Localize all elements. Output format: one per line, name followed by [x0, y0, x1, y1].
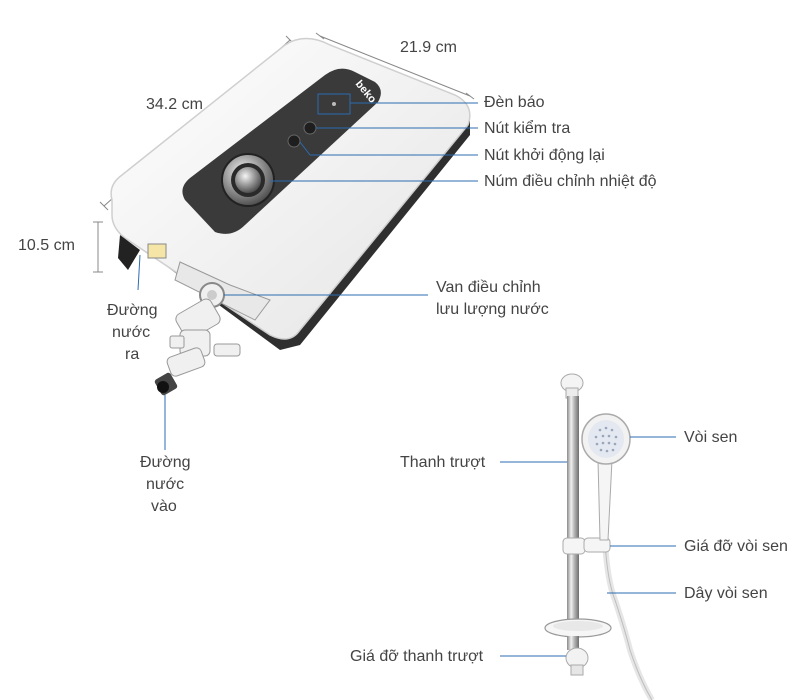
outlet-label-line1: Đường: [107, 302, 158, 319]
depth-dimension-label: 34.2 cm: [146, 96, 203, 113]
height-dimension-label: 10.5 cm: [18, 237, 75, 254]
outlet-label-line3: ra: [125, 346, 140, 363]
soap-dish: [544, 618, 612, 638]
heater-body: [110, 37, 471, 340]
shower-head-label: Vòi sen: [684, 429, 738, 446]
test-button-label: Nút kiểm tra: [484, 120, 571, 137]
temperature-knob-label: Núm điều chỉnh nhiệt độ: [484, 173, 657, 190]
hose-label: Dây vòi sen: [684, 585, 768, 602]
bar-bracket-label: Giá đỡ thanh trượt: [350, 648, 484, 665]
reset-button-label: Nút khởi động lại: [484, 147, 605, 164]
leader-lines: [137, 102, 676, 657]
test-button[interactable]: [303, 121, 317, 135]
reset-button[interactable]: [287, 134, 301, 148]
head-holder-label: Giá đỡ vòi sen: [684, 538, 788, 555]
shower-hose: [600, 489, 655, 700]
indicator-light: [317, 93, 351, 115]
temperature-knob[interactable]: [221, 153, 275, 207]
shower-head-holder[interactable]: [562, 537, 611, 555]
bar-bracket: [565, 636, 589, 676]
shower-head: [581, 413, 631, 465]
width-dimension-line: [319, 35, 471, 97]
slide-bar: [567, 396, 579, 621]
water-heater: beko: [110, 37, 471, 396]
inlet-label-line1: Đường: [140, 454, 191, 471]
width-dimension-label: 21.9 cm: [400, 39, 457, 56]
inlet-connector: [154, 372, 178, 396]
indicator-light-label: Đèn báo: [484, 94, 545, 111]
flow-valve-label-line1: Van điều chỉnh: [436, 279, 541, 296]
shower-set: [544, 373, 655, 700]
slide-bar-label: Thanh trượt: [400, 454, 486, 471]
inlet-label-line3: vào: [151, 498, 177, 515]
inlet-label-line2: nước: [146, 476, 185, 493]
outlet-label-line2: nước: [112, 324, 151, 341]
flow-valve-label-line2: lưu lượng nước: [436, 301, 549, 318]
pipe-fittings: [166, 298, 241, 377]
